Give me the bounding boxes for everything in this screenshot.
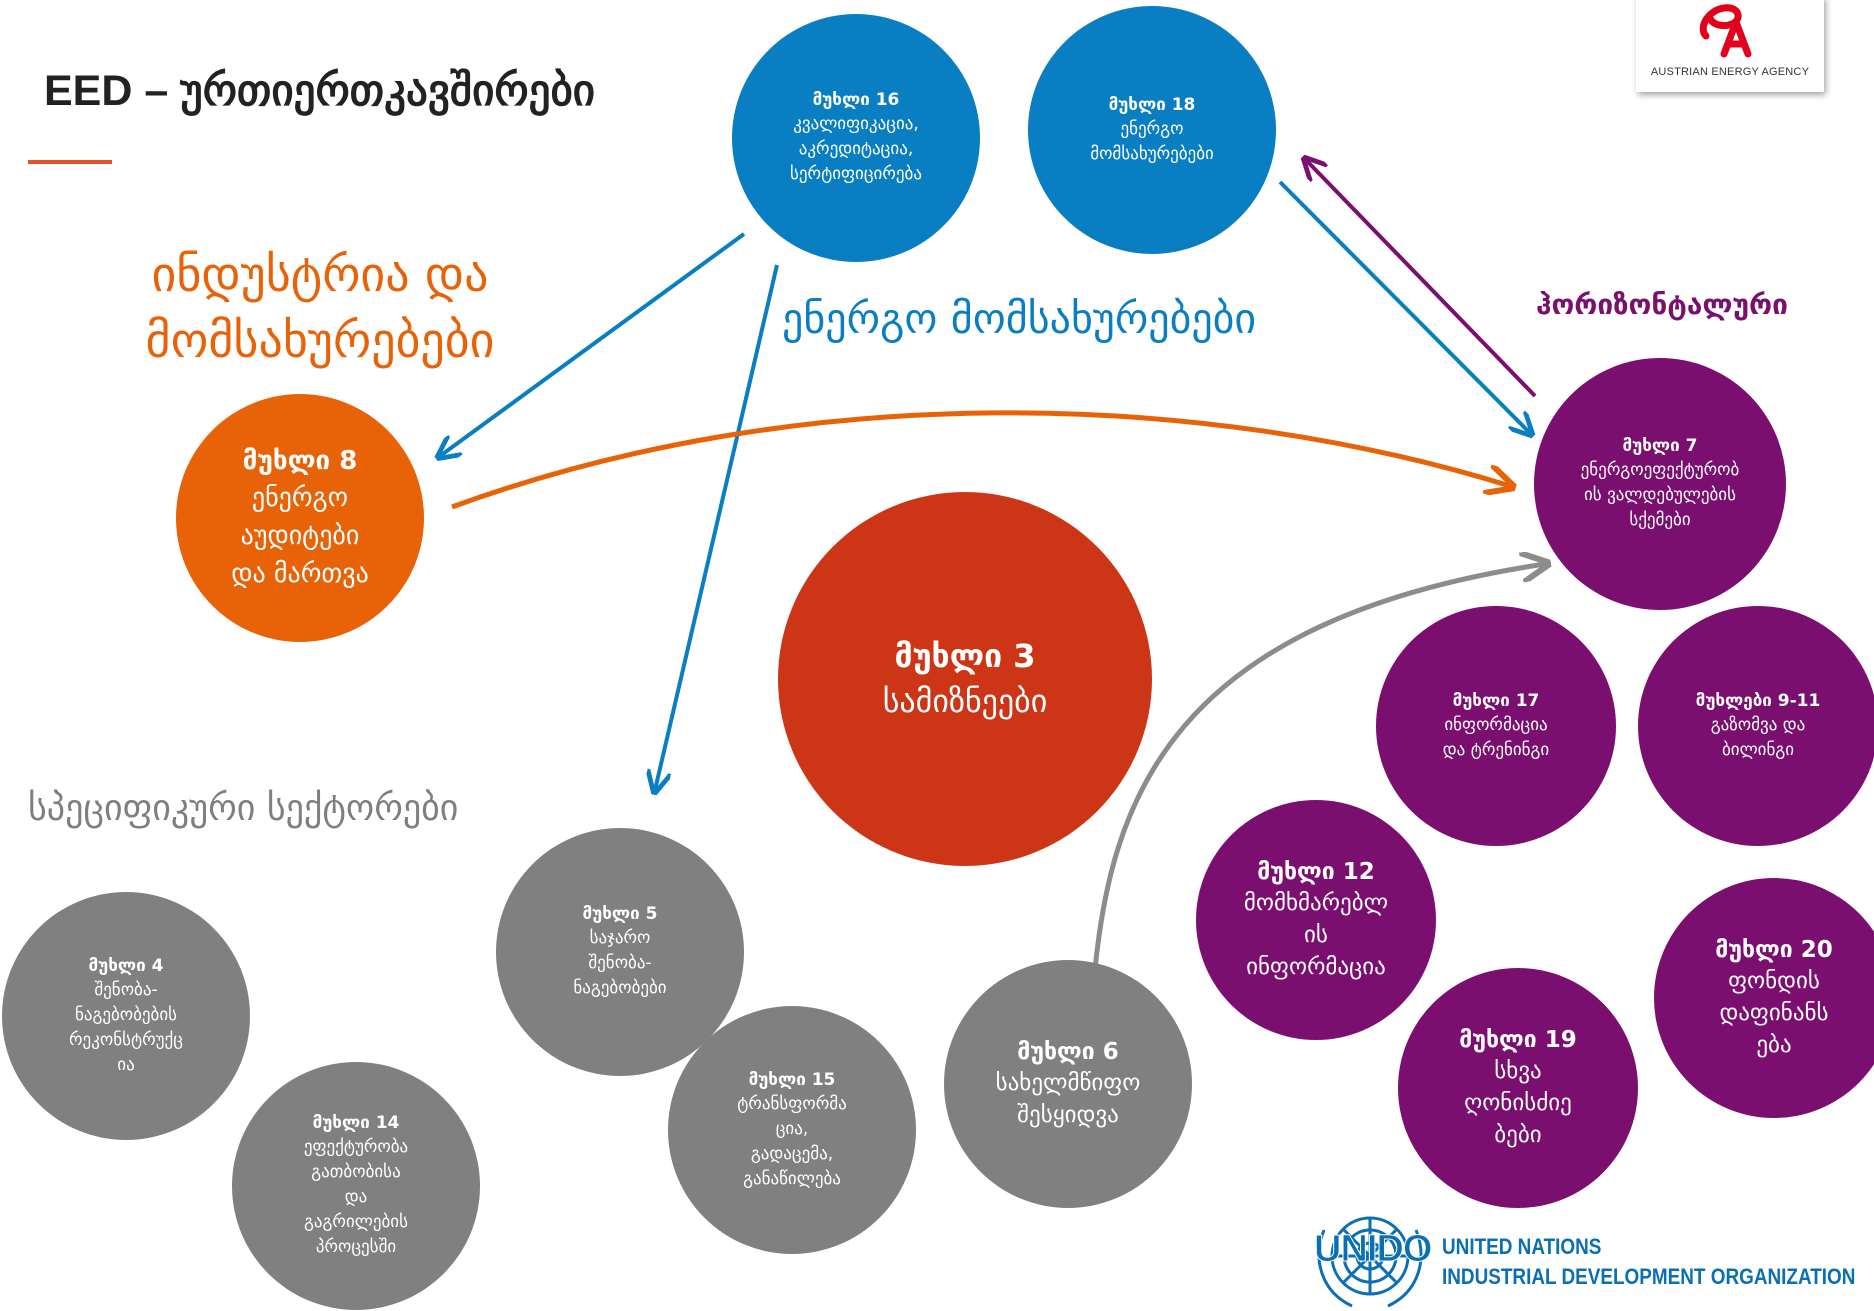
- un-emblem-icon: [1317, 1216, 1423, 1308]
- node-title: მუხლი 19: [1459, 1027, 1577, 1053]
- node-body: ენერგო აუდიტები და მართვა: [231, 483, 369, 589]
- label-horizontal: ჰორიზონტალური: [1536, 288, 1788, 321]
- node-title: მუხლი 5: [582, 904, 658, 924]
- node-title: მუხლი 8: [242, 446, 358, 476]
- node-body: ენერგოეფექტურობ ის ვალდებულების სქემები: [1580, 460, 1740, 530]
- label-energy-services: ენერგო მომსახურებები: [782, 294, 1257, 343]
- unido-line-1: UNITED NATIONS: [1442, 1234, 1602, 1259]
- node-article-19: მუხლი 19 სხვა ღონისძიე ბები: [1398, 968, 1638, 1208]
- unido-logo: UNIDO UNITED NATIONS INDUSTRIAL DEVELOPM…: [1308, 1200, 1855, 1311]
- node-body: სხვა ღონისძიე ბები: [1464, 1058, 1572, 1148]
- arrow-art18-to-art7: [1278, 180, 1530, 433]
- node-body: ფონდის დაფინანს ება: [1719, 968, 1829, 1058]
- node-body: ინფორმაცია და ტრენინგი: [1442, 714, 1550, 760]
- arrow-art7-to-art18: [1306, 160, 1537, 398]
- node-title: მუხლი 6: [1017, 1039, 1119, 1065]
- node-body: კვალიფიკაცია, აკრედიტაცია, სერტიფიცირება: [790, 114, 922, 184]
- node-article-12: მუხლი 12 მომხმარებლ ის ინფორმაცია: [1196, 800, 1436, 1040]
- arrow-art8-to-art7: [451, 410, 1510, 510]
- unido-line-2: INDUSTRIAL DEVELOPMENT ORGANIZATION: [1442, 1264, 1856, 1289]
- node-article-8: მუხლი 8 ენერგო აუდიტები და მართვა: [176, 394, 424, 642]
- node-title: მუხლი 12: [1257, 859, 1375, 885]
- node-article-15: მუხლი 15 ტრანსფორმა ცია, გადაცემა, განაწ…: [668, 1006, 916, 1254]
- arrow-art6-to-art7: [1091, 564, 1545, 981]
- node-article-3: მუხლი 3 სამიზნეები: [778, 492, 1152, 866]
- node-article-20: მუხლი 20 ფონდის დაფინანს ება: [1654, 878, 1874, 1118]
- node-article-17: მუხლი 17 ინფორმაცია და ტრენინგი: [1376, 606, 1616, 846]
- node-title: მუხლი 7: [1622, 436, 1698, 456]
- node-article-7: მუხლი 7 ენერგოეფექტურობ ის ვალდებულების …: [1534, 358, 1786, 610]
- aea-caption: AUSTRIAN ENERGY AGENCY: [1650, 66, 1810, 78]
- node-body: ტრანსფორმა ცია, გადაცემა, განაწილება: [737, 1093, 847, 1189]
- node-body: მომხმარებლ ის ინფორმაცია: [1243, 890, 1389, 980]
- node-article-16: მუხლი 16 კვალიფიკაცია, აკრედიტაცია, სერტ…: [732, 14, 980, 262]
- node-body: სახელმწიფო შესყიდვა: [995, 1070, 1141, 1128]
- node-body: შენობა- ნაგებობების რეკონსტრუქც ია: [69, 979, 183, 1075]
- node-body: ენერგო მომსახურებები: [1090, 118, 1214, 164]
- node-article-5: მუხლი 5 საჯარო შენობა- ნაგებობები: [496, 828, 744, 1076]
- node-title: მუხლი 15: [748, 1069, 836, 1090]
- arrow-art16-to-art5: [655, 264, 779, 790]
- node-body: გაზომვა და ბილინგი: [1710, 714, 1806, 760]
- node-title: მუხლი 17: [1452, 690, 1540, 711]
- node-title: მუხლი 16: [812, 90, 900, 110]
- node-title: მუხლი 14: [312, 1113, 400, 1133]
- label-industry-and-services: ინდუსტრია და მომსახურებები: [145, 247, 495, 369]
- node-article-6: მუხლი 6 სახელმწიფო შესყიდვა: [944, 960, 1192, 1208]
- node-body: საჯარო შენობა- ნაგებობები: [573, 928, 667, 998]
- arrow-art16-to-art8: [440, 232, 746, 456]
- node-title: მუხლები 9-11: [1695, 690, 1821, 711]
- node-title: მუხლი 4: [88, 955, 164, 976]
- node-title: მუხლი 20: [1715, 937, 1833, 963]
- node-article-18: მუხლი 18 ენერგო მომსახურებები: [1028, 6, 1276, 254]
- page-title: EED – ურთიერთკავშირები: [44, 67, 596, 115]
- aea-logo: AUSTRIAN ENERGY AGENCY: [1636, 0, 1824, 92]
- node-article-14: მუხლი 14 ეფექტურობა გათბობისა და გაგრილე…: [232, 1062, 480, 1310]
- title-underline: [28, 160, 112, 164]
- node-body: სამიზნეები: [882, 682, 1048, 720]
- node-title: მუხლი 3: [894, 637, 1036, 675]
- node-article-4: მუხლი 4 შენობა- ნაგებობების რეკონსტრუქც …: [2, 892, 250, 1140]
- node-title: მუხლი 18: [1108, 94, 1196, 115]
- label-specific-sectors: სპეციფიკური სექტორები: [28, 788, 459, 829]
- node-body: ეფექტურობა გათბობისა და გაგრილების პროცე…: [303, 1137, 409, 1257]
- aea-mark-icon: [1699, 4, 1752, 58]
- node-articles-9-11: მუხლები 9-11 გაზომვა და ბილინგი: [1638, 606, 1874, 846]
- unido-wordmark: UNIDO: [1314, 1228, 1433, 1271]
